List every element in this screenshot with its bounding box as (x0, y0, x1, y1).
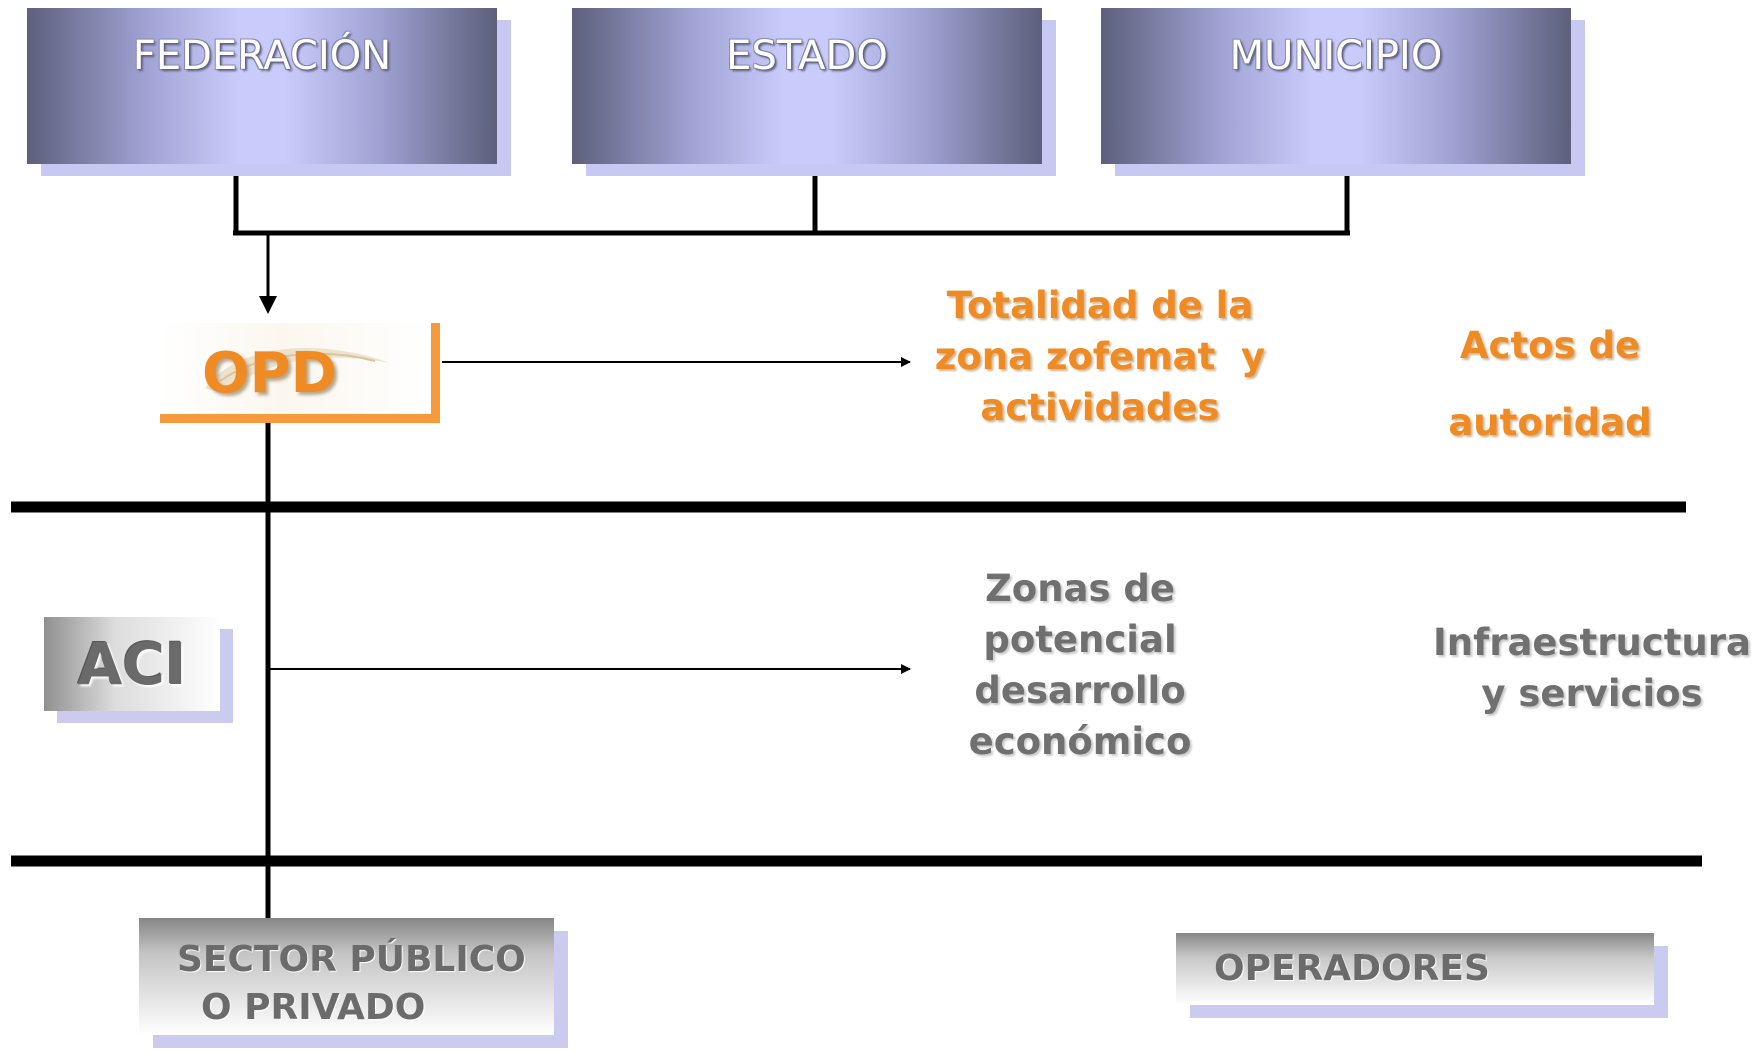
aci-description-line: potencial (983, 618, 1177, 661)
operadores-box: OPERADORES (1176, 933, 1654, 1005)
opd-role-line: Actos de (1459, 324, 1641, 367)
sector-label-line: O PRIVADO (201, 987, 426, 1028)
sector-box: SECTOR PÚBLICO O PRIVADO (139, 918, 554, 1035)
estado-box: ESTADO (572, 8, 1042, 164)
opd-description-line: Totalidad de la (946, 284, 1254, 327)
estado-label: ESTADO (726, 33, 888, 79)
aci-role-line: y servicios (1481, 672, 1703, 715)
opd-description-line: actividades (980, 386, 1220, 429)
municipio-box: MUNICIPIO (1101, 8, 1571, 164)
sector-label-line: SECTOR PÚBLICO (177, 939, 526, 980)
opd-swoosh-graphic (205, 348, 390, 393)
opd-role: Actos de autoridad (1420, 307, 1680, 461)
aci-role: Infraestructura y servicios (1432, 617, 1752, 719)
federacion-box: FEDERACIÓN (27, 8, 497, 164)
operadores-label: OPERADORES (1214, 948, 1490, 989)
opd-description-line: zona zofemat y (934, 335, 1266, 378)
aci-box: ACI (44, 617, 220, 711)
to-opd-arrowhead (259, 296, 277, 314)
aci-role-line: Infraestructura (1433, 621, 1751, 664)
aci-description-line: Zonas de (984, 567, 1176, 610)
federacion-label: FEDERACIÓN (132, 33, 392, 79)
aci-label: ACI (77, 630, 187, 698)
opd-description: Totalidad de la zona zofemat y actividad… (915, 280, 1285, 433)
municipio-label: MUNICIPIO (1229, 33, 1443, 79)
opd-box: OPD (160, 323, 440, 423)
opd-role-line: autoridad (1448, 401, 1652, 444)
aci-description-line: económico (968, 720, 1192, 763)
aci-description-line: desarrollo (974, 669, 1186, 712)
aci-description: Zonas de potencial desarrollo económico (930, 563, 1230, 767)
opd-label: OPD (202, 341, 338, 406)
